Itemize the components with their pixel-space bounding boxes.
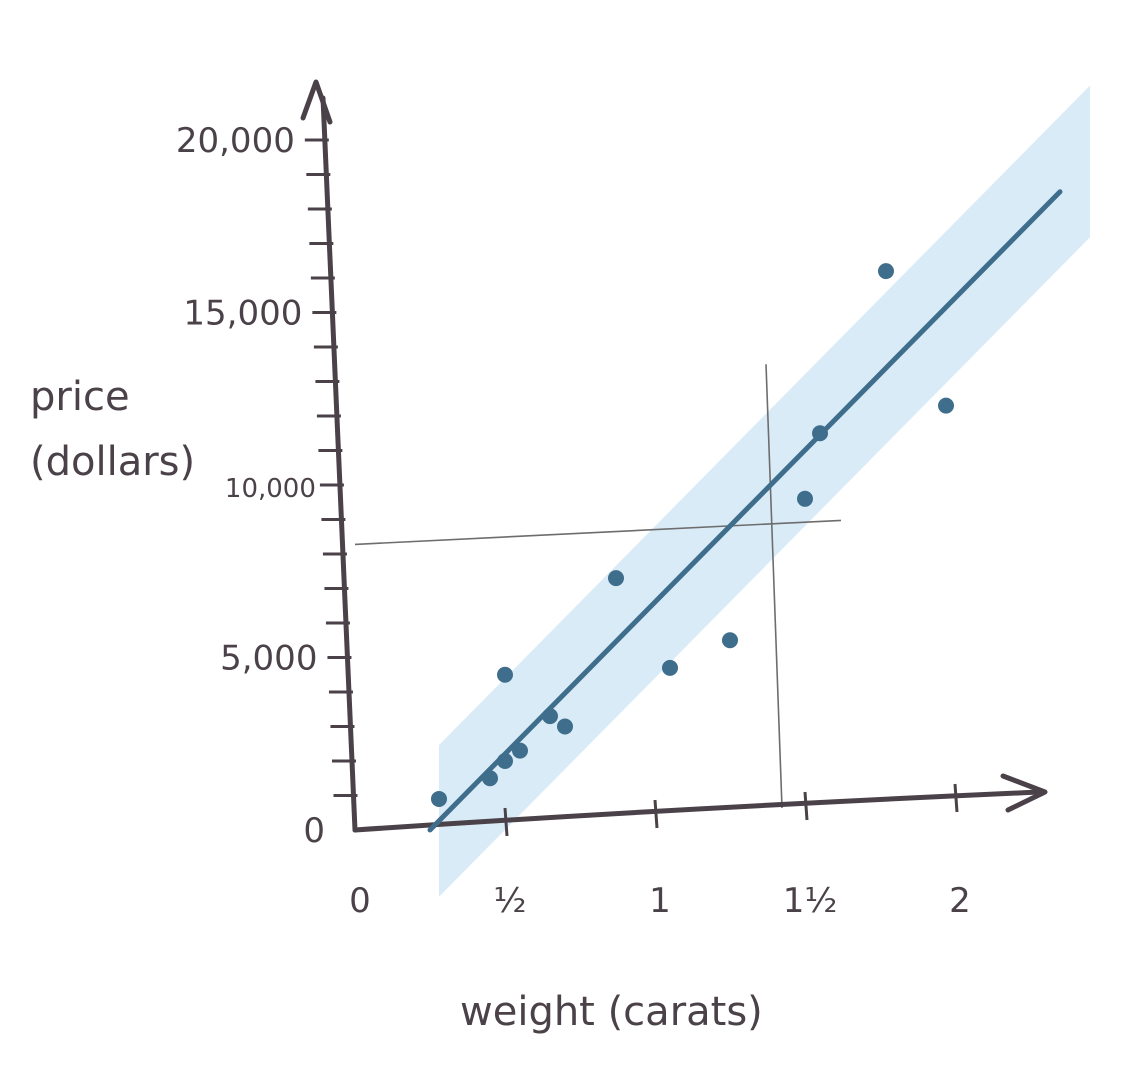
data-point — [431, 790, 447, 807]
data-point — [878, 263, 894, 280]
y-axis-line — [320, 95, 358, 833]
data-point — [938, 397, 954, 414]
x-axis-title: weight (carats) — [460, 989, 763, 1035]
x-tick-label: ½ — [494, 881, 527, 921]
y-tick-label: 10,000 — [225, 474, 316, 504]
data-point — [812, 425, 828, 442]
data-point — [497, 666, 513, 683]
data-point — [497, 753, 513, 769]
x-axis-arrow — [1000, 773, 1048, 813]
y-axis-title-line1: price — [30, 374, 130, 420]
fit-line — [427, 189, 1063, 833]
data-point — [797, 490, 813, 507]
x-tick-label: 0 — [349, 881, 371, 921]
vertical-guide-line — [765, 364, 783, 809]
guide-lines-layer — [354, 364, 842, 809]
y-tick-label: 0 — [303, 811, 325, 851]
data-point — [482, 770, 498, 787]
axes — [300, 79, 1048, 837]
data-point — [662, 659, 678, 676]
data-point — [557, 718, 573, 735]
data-point — [542, 708, 558, 725]
fit-line-layer — [427, 189, 1063, 833]
y-axis-arrow — [300, 79, 333, 125]
y-tick-label: 20,000 — [176, 121, 295, 161]
data-point — [608, 570, 624, 587]
horizontal-guide-line — [354, 519, 842, 546]
y-tick-label: 15,000 — [183, 294, 302, 334]
x-tick-mark — [653, 799, 659, 829]
x-tick-label: 1½ — [783, 881, 838, 921]
y-axis-title-line2: (dollars) — [30, 439, 195, 485]
x-tick-mark — [503, 807, 509, 837]
data-point — [722, 632, 738, 649]
labels-layer: weight (carats) price (dollars) 05,00010… — [30, 121, 971, 1035]
points-layer — [431, 263, 954, 807]
x-tick-mark — [953, 783, 959, 813]
x-tick-label: 1 — [649, 881, 671, 921]
data-point — [512, 742, 528, 759]
x-tick-mark — [803, 791, 809, 821]
y-tick-label: 5,000 — [220, 639, 317, 679]
x-axis-line — [352, 789, 1043, 833]
x-tick-label: 2 — [949, 881, 971, 921]
